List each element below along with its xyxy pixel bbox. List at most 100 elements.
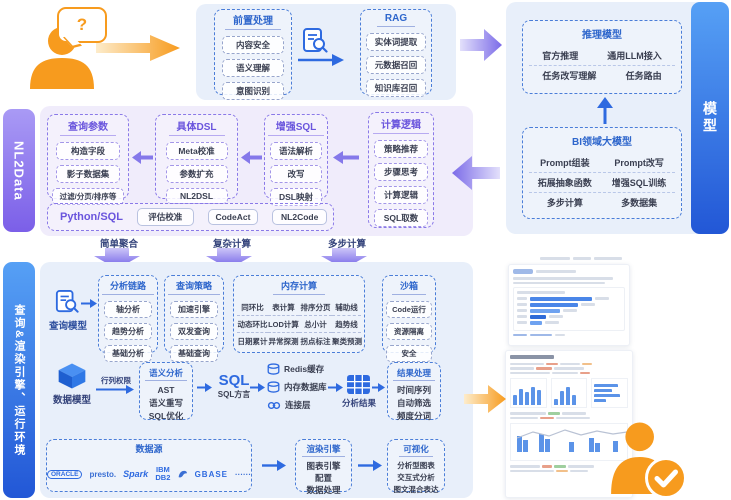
arrow-datasource-to-render — [262, 460, 286, 471]
calc-logic-title: 计算逻辑 — [373, 116, 429, 134]
analysis-chain-box: 分析链路 轴分析 趋势分析 基础分析 — [98, 275, 158, 362]
query-params-item: 构造字段 — [56, 141, 120, 160]
preprocess-item: 意图识别 — [222, 81, 284, 100]
oracle-logo: ORACLE — [47, 469, 83, 479]
arrow-sql-to-dsl — [241, 151, 262, 164]
arrow-dsl-to-params — [132, 151, 153, 164]
bi-llm-item: 拓展抽象函数 — [537, 178, 592, 188]
inference-item: 通用LLM接入 — [607, 51, 662, 61]
memory-compute-item: 总小计 — [299, 316, 332, 333]
check-badge-icon — [645, 457, 687, 499]
link-icon — [267, 401, 281, 409]
mysql-dolphin-icon — [178, 470, 187, 478]
arrow-bi-to-inference — [597, 97, 613, 124]
rag-item: 元数据召回 — [366, 55, 426, 74]
database-icon — [267, 363, 280, 375]
arrow-cache-to-result — [328, 383, 343, 392]
semantic-item: SQL优化 — [148, 411, 184, 421]
arrow-preprocess-to-rag — [298, 54, 344, 66]
render-engine-item: 数据处理 — [306, 485, 341, 495]
render-engine-item: 图表引擎 — [306, 461, 341, 471]
query-model-icon — [55, 290, 79, 313]
query-strategy-title: 查询策略 — [167, 279, 220, 295]
calc-logic-item: 计算逻辑 — [374, 185, 428, 204]
inference-item: 官方推理 — [542, 51, 579, 61]
preprocess-item: 语义理解 — [222, 58, 284, 77]
report-preview-1 — [508, 264, 630, 346]
memory-compute-title: 内存计算 — [272, 279, 325, 295]
rag-title: RAG — [376, 13, 416, 27]
spark-logo: Spark — [123, 469, 149, 479]
flow-label: 多步计算 — [327, 239, 366, 250]
analysis-chain-item: 轴分析 — [104, 300, 152, 318]
model-bar-label: 模型 — [702, 101, 718, 135]
arrow-engine-to-report — [464, 385, 506, 413]
python-sql-item: NL2Code — [272, 209, 327, 225]
query-params-title: 查询参数 — [60, 118, 116, 136]
arrow-to-model-panel — [460, 29, 502, 61]
arrow-render-to-visual — [358, 460, 382, 471]
result-process-item: 时间序列 — [396, 385, 431, 395]
semantic-item: AST — [157, 385, 175, 395]
divider — [529, 65, 675, 66]
question-mark: ? — [76, 15, 88, 34]
bi-llm-item: 增强SQL训练 — [611, 178, 667, 188]
analysis-chain-item: 趋势分析 — [104, 322, 152, 340]
data-model-label: 数据模型 — [52, 395, 91, 406]
bi-llm-title: BI领域大模型 — [572, 137, 632, 148]
divider — [529, 192, 675, 193]
enhanced-sql-title: 增强SQL — [267, 118, 325, 136]
sandbox-item: Code运行 — [386, 300, 432, 318]
calc-logic-box: 计算逻辑 策略推荐 步骤思考 计算逻辑 SQL取数 — [368, 112, 434, 228]
rag-box: RAG 实体词提取 元数据召回 知识库召回 — [360, 9, 432, 97]
semantic-item: 语义重写 — [148, 398, 183, 408]
datasource-box: 数据源 ORACLE presto. Spark IBM DB2 GBASE ·… — [46, 439, 252, 492]
analysis-chain-item: 基础分析 — [104, 344, 152, 362]
down-arrow-multistep — [321, 248, 367, 269]
visualization-item: 交互式分析 — [397, 473, 435, 482]
down-arrow-complex-calc — [206, 248, 252, 269]
nl2data-bar: NL2Data — [3, 109, 35, 232]
visualization-item: 分析型图表 — [397, 461, 435, 470]
arrow-calc-to-sql — [333, 151, 359, 164]
nl2data-bar-label: NL2Data — [11, 140, 27, 201]
memory-compute-item: 排序分页 — [299, 299, 332, 316]
query-params-box: 查询参数 构造字段 影子数据集 过滤/分页/排序等 — [47, 114, 129, 205]
calc-logic-item: 步骤思考 — [374, 162, 428, 181]
python-sql-box: Python/SQL 评估校准 CodeAct NL2Code — [47, 203, 334, 231]
arrow-sql-to-cache — [250, 383, 265, 392]
python-sql-item: 评估校准 — [136, 208, 194, 226]
query-strategy-item: 基础查询 — [170, 344, 218, 362]
inference-item: 任务改写理解 — [542, 71, 597, 81]
mini-bar-charts — [510, 378, 629, 408]
enhanced-sql-item: 语法解析 — [270, 141, 322, 160]
arrow-user-to-preprocess — [96, 35, 180, 61]
preprocess-content: 前置处理 内容安全 语义理解 意图识别 — [214, 9, 292, 100]
visualization-title: 可视化 — [399, 443, 433, 457]
report-preview-2 — [505, 350, 633, 498]
dsl-item: 参数扩充 — [165, 164, 228, 183]
inference-title: 推理模型 — [582, 30, 622, 41]
sandbox-item: 资源隔离 — [386, 322, 432, 340]
cache-item: 连接层 — [285, 399, 311, 410]
dsl-title: 具体DSL — [168, 118, 225, 136]
render-engine-title: 渲染引擎 — [302, 443, 345, 457]
result-table-icon — [347, 374, 370, 395]
query-strategy-item: 加速引擎 — [170, 300, 218, 318]
semantic-analysis-box: 语义分析 AST 语义重写 SQL优化 — [139, 362, 193, 421]
cache-item: Redis缓存 — [284, 363, 325, 374]
dsl-box: 具体DSL Meta校准 参数扩充 NL2DSL — [155, 114, 238, 204]
presto-logo: presto. — [89, 469, 117, 479]
database-icon — [267, 381, 280, 393]
semantic-title: 语义分析 — [144, 367, 187, 381]
python-sql-item: CodeAct — [207, 209, 259, 225]
calc-logic-item: 策略推荐 — [374, 139, 428, 158]
memory-compute-item: 拐点标注 — [300, 337, 331, 346]
divider — [529, 172, 675, 173]
more-datasources: ······ — [235, 469, 251, 479]
model-bar: 模型 — [691, 2, 729, 234]
arrow-datamodel-to-semantic — [96, 385, 134, 394]
engine-bar: 查询&渲染引擎、运行环境 — [3, 262, 35, 498]
arrow-semantic-to-sql — [197, 383, 212, 392]
render-engine-box: 渲染引擎 图表引擎 配置 数据处理 — [295, 439, 352, 495]
